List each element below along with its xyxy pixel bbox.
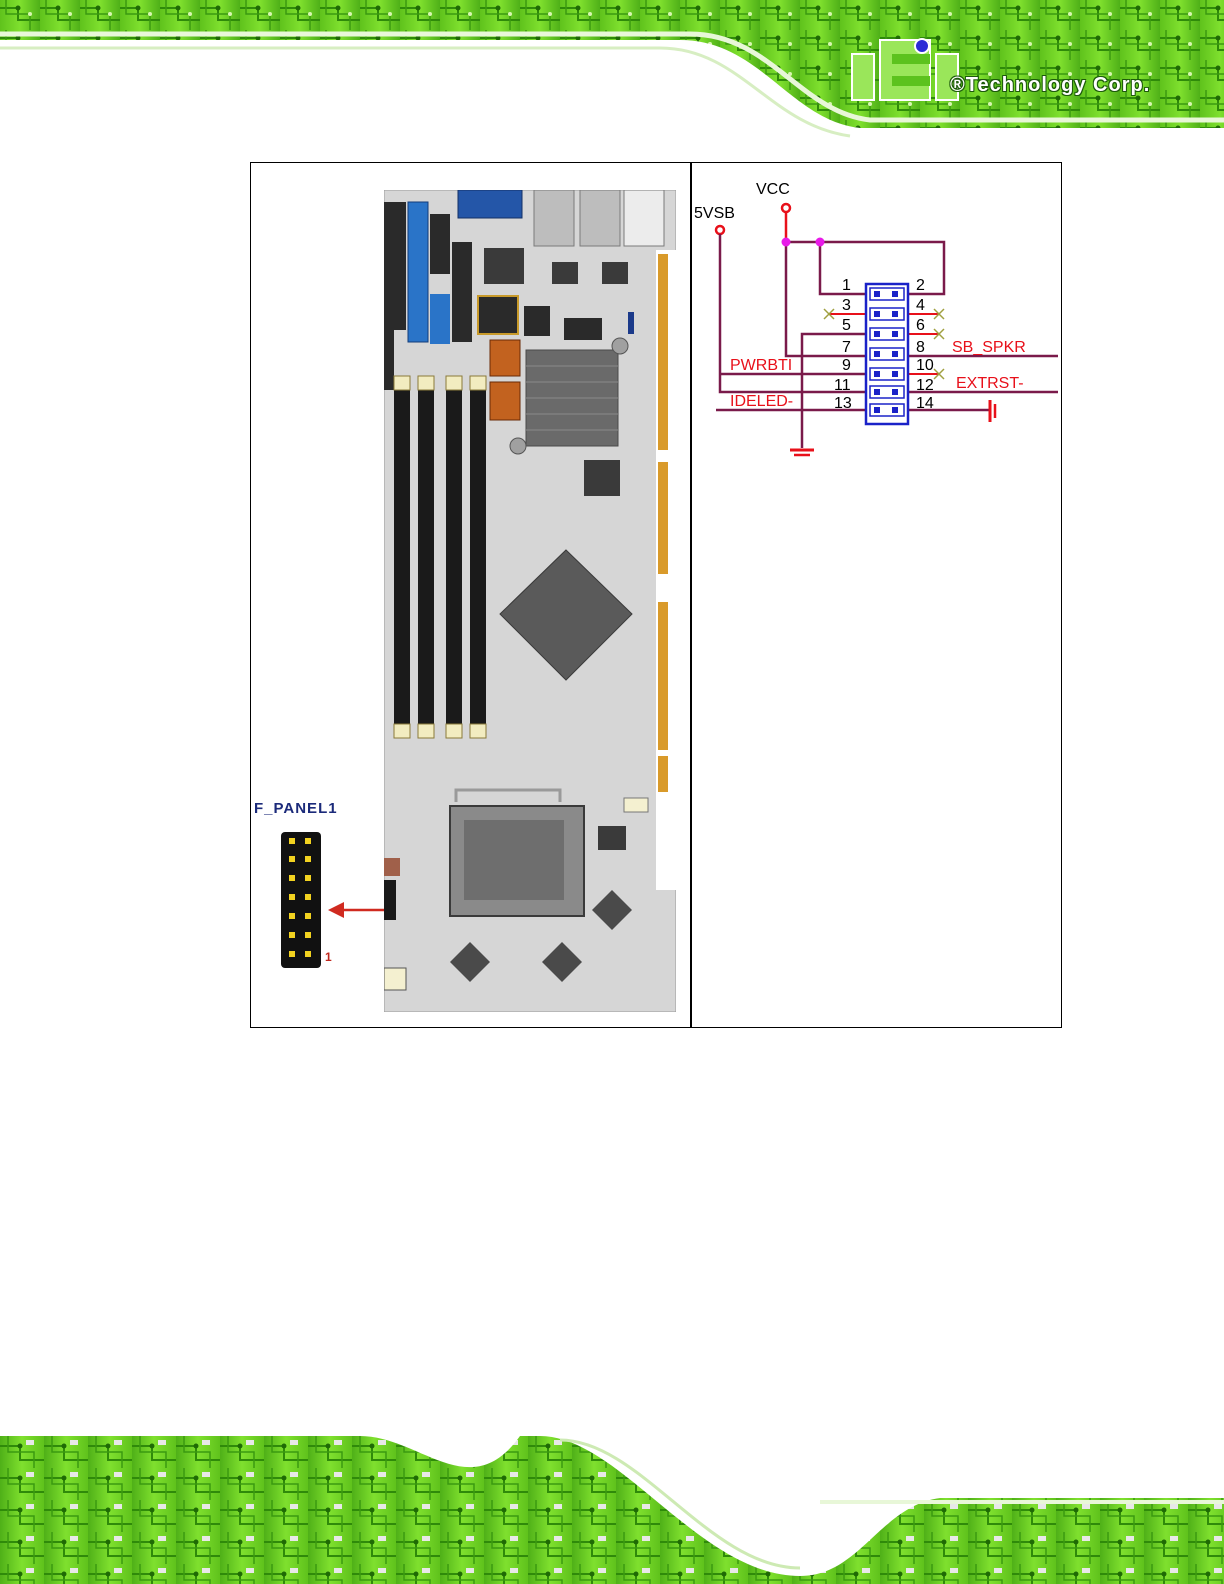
- motherboard-layout-image: [384, 190, 676, 1012]
- f-panel1-header-pins: [281, 832, 321, 968]
- pin-number: 4: [916, 297, 925, 314]
- pin-number: 2: [916, 277, 925, 294]
- pin-number: 14: [916, 395, 934, 412]
- pin-number: 6: [916, 317, 925, 334]
- bottom-banner: [0, 1436, 1224, 1584]
- pin1-label: 1: [325, 950, 332, 964]
- company-name: ®Technology Corp.: [950, 74, 1150, 97]
- connector-label: F_PANEL1: [254, 800, 338, 817]
- signal-label-sb-spkr: SB_SPKR: [952, 339, 1026, 356]
- pin-number: 5: [842, 317, 851, 334]
- power-label-5vsb: 5VSB: [694, 205, 735, 222]
- pin-number: 8: [916, 339, 925, 356]
- pin-number: 1: [842, 277, 851, 294]
- arrow-left-icon: [328, 898, 384, 922]
- pin-number: 7: [842, 339, 851, 356]
- pin-number: 12: [916, 377, 934, 394]
- pin-number: 13: [834, 395, 852, 412]
- front-panel-schematic: 5VSB VCC PWRBTI IDELED- SB_SPKR EXTRST-: [694, 178, 1058, 478]
- pin-number: 3: [842, 297, 851, 314]
- figure-divider: [690, 162, 692, 1028]
- power-label-vcc: VCC: [756, 181, 790, 198]
- pin-number: 11: [834, 377, 851, 394]
- signal-label-pwrbti: PWRBTI: [730, 357, 792, 374]
- signal-label-extrst: EXTRST-: [956, 375, 1024, 392]
- pin-number: 9: [842, 357, 851, 374]
- signal-label-ideled: IDELED-: [730, 393, 793, 410]
- pin-number: 10: [916, 357, 934, 374]
